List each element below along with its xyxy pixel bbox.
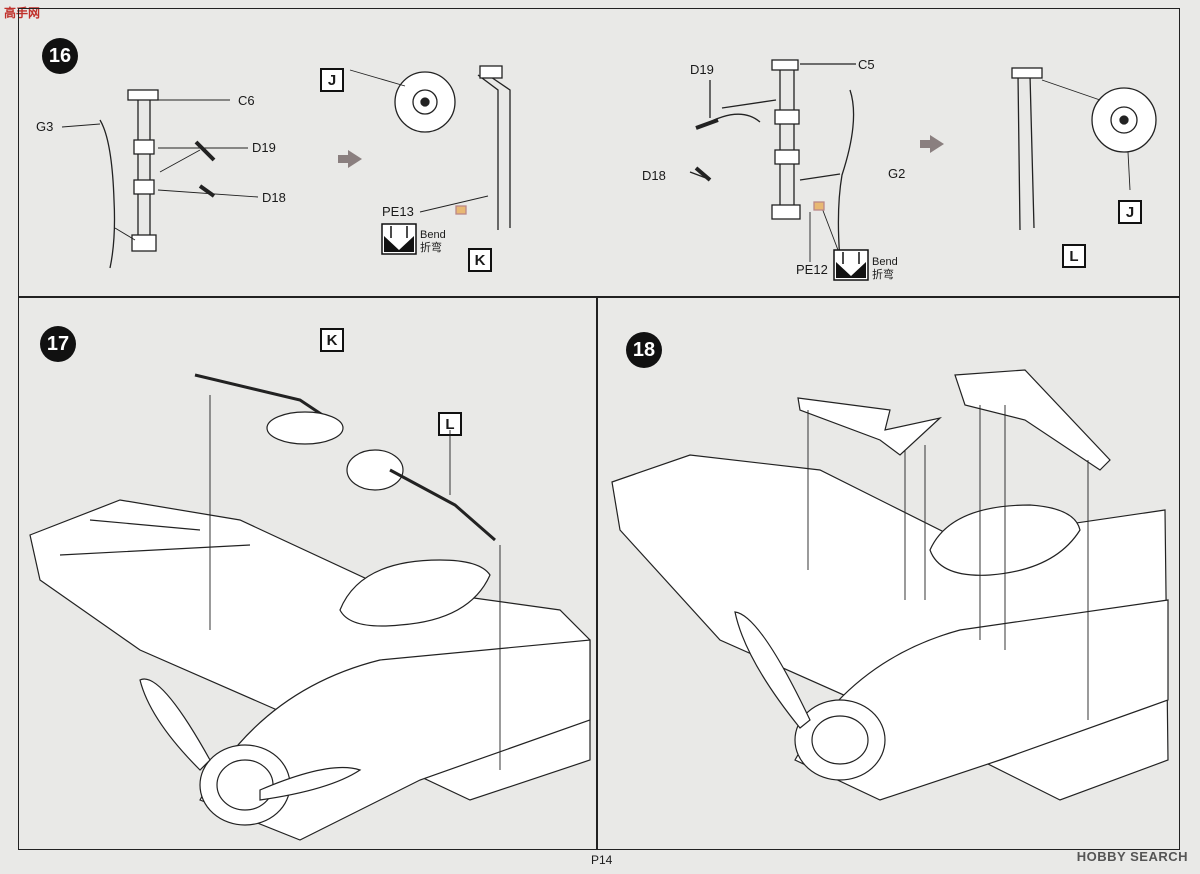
label-c6: C6 <box>238 93 255 108</box>
callout-k: K <box>320 328 344 352</box>
label-d18-left: D18 <box>262 190 286 205</box>
label-d19-right: D19 <box>690 62 714 77</box>
label-pe13: PE13 <box>382 204 414 219</box>
callout-j-left: J <box>320 68 344 92</box>
label-d18-right: D18 <box>642 168 666 183</box>
step-16-panel <box>18 8 1180 298</box>
step-18-number: 18 <box>626 332 662 368</box>
callout-j-right: J <box>1118 200 1142 224</box>
step-17-number: 17 <box>40 326 76 362</box>
step-18-panel <box>596 296 1180 850</box>
bend-label-cn-left: 折弯 <box>420 242 442 254</box>
bend-label-cn-right: 折弯 <box>872 269 894 281</box>
label-pe12: PE12 <box>796 262 828 277</box>
label-d19-left: D19 <box>252 140 276 155</box>
label-g2: G2 <box>888 166 906 181</box>
step-16-number: 16 <box>42 38 78 74</box>
result-l-label: L <box>1062 244 1086 268</box>
label-g3: G3 <box>36 119 54 134</box>
page-number: P14 <box>591 853 613 867</box>
bend-label-left: Bend <box>420 229 446 241</box>
next-arrow-icon <box>338 150 362 168</box>
next-arrow-icon <box>920 135 944 153</box>
bend-label-right: Bend <box>872 256 898 268</box>
watermark-top: 高手网 <box>4 6 41 20</box>
step-16-left-strut-diagram <box>61 59 1157 281</box>
label-c5: C5 <box>858 57 875 72</box>
result-k-label: K <box>468 248 492 272</box>
step-17-panel <box>18 296 598 850</box>
watermark-bottom: HOBBY SEARCH <box>1076 849 1188 864</box>
